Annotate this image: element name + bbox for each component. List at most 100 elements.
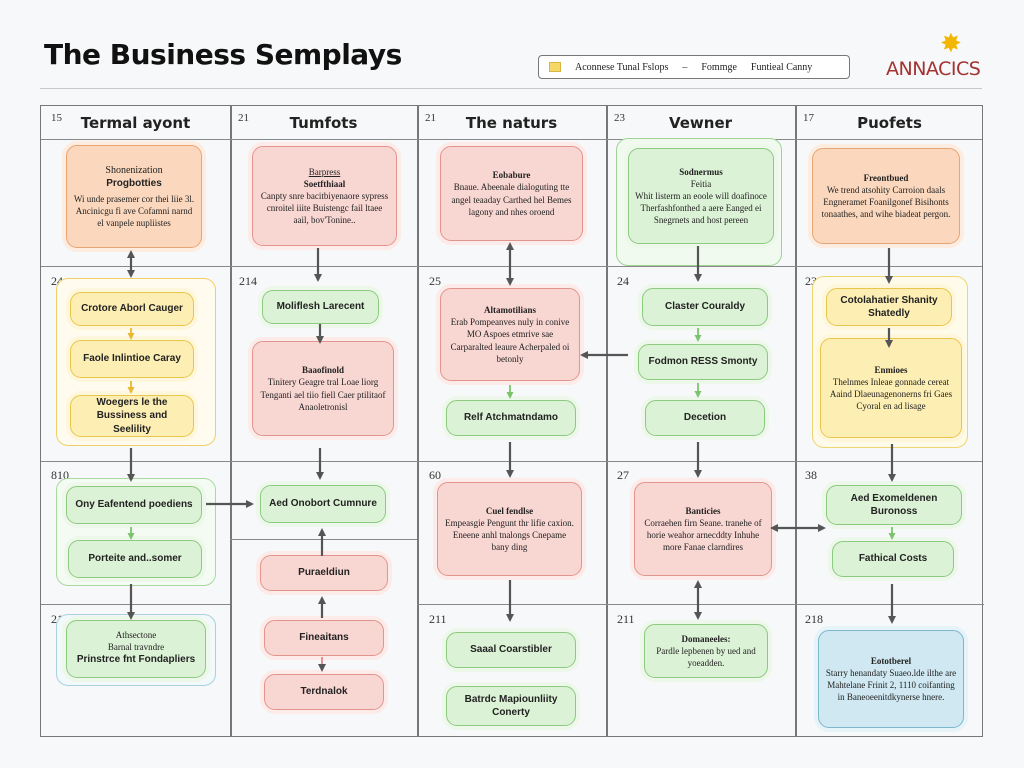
row-number: 218 xyxy=(805,612,823,626)
row-divider xyxy=(41,266,982,268)
process-step[interactable]: Cotolahatier Shanity Shatedly xyxy=(826,288,952,326)
col-divider xyxy=(606,106,608,736)
legend-item-3: Funtieal Canny xyxy=(750,61,813,73)
box-heading: Eobabure xyxy=(492,170,531,181)
page-title: The Business Semplays xyxy=(44,38,402,71)
box-heading: Enmioes xyxy=(874,364,908,375)
column-header: Vewner xyxy=(668,113,733,132)
process-step[interactable]: Relf Atchmatndamo xyxy=(446,400,576,436)
box-body: Canpty snre bacitbiyenaore sypress cnroi… xyxy=(260,190,389,226)
sun-icon: ✸ xyxy=(940,28,962,58)
process-step[interactable]: Decetion xyxy=(645,400,765,436)
column-number: 17 xyxy=(803,112,814,124)
box-body: Erab Pompeanves nuly in conive MO Aspoes… xyxy=(450,317,570,364)
process-step[interactable]: Ony Eafentend poediens xyxy=(66,486,202,524)
process-step[interactable]: Fathical Costs xyxy=(832,541,954,577)
header-rule xyxy=(40,88,982,89)
legend-swatch xyxy=(549,62,561,72)
col-divider xyxy=(417,106,419,736)
box-body: Thelnmes Inleae gonnade cereat Aaind Dla… xyxy=(829,376,953,412)
box-subheading: Progbotties xyxy=(106,178,162,190)
process-box[interactable]: Banticies Corraehen firn Seane. tranehe … xyxy=(634,482,772,576)
col-divider xyxy=(230,106,232,736)
row-divider xyxy=(417,604,984,606)
row-number: 211 xyxy=(429,612,447,626)
column-header: The naturs xyxy=(465,113,558,132)
row-number: 60 xyxy=(429,468,441,482)
row-number: 214 xyxy=(239,274,257,288)
row-number: 25 xyxy=(429,274,441,288)
col-divider xyxy=(795,106,797,736)
process-box[interactable]: Shonenization Progbotties Wi unde prasem… xyxy=(66,145,202,248)
row-number: 27 xyxy=(617,468,629,482)
box-body: Empeasgie Pengunt thr lifie caxion. Enee… xyxy=(445,517,574,553)
row-number: 211 xyxy=(617,612,635,626)
header-divider xyxy=(41,139,982,141)
box-heading: Athsectone xyxy=(115,630,157,641)
process-box[interactable]: Altamotilians Erab Pompeanves nuly in co… xyxy=(440,288,580,381)
logo-text: ANNACICS xyxy=(886,58,981,80)
box-body: Whit listerm an eoole will doafinoce The… xyxy=(635,190,767,226)
process-box[interactable]: Cuel fendlse Empeasgie Pengunt thr lifie… xyxy=(437,482,582,576)
box-heading: Altamotilians xyxy=(483,305,536,316)
box-heading: Baaofinold xyxy=(301,365,344,376)
process-step[interactable]: Fineaitans xyxy=(264,620,384,656)
process-step[interactable]: Aed Onobort Cumnure xyxy=(260,485,386,523)
box-body-bold: Prinstrce fnt Fondapliers xyxy=(76,654,196,666)
column-header: Puofets xyxy=(857,113,922,132)
process-box[interactable]: Eobabure Bnaue. Abeenale dialoguting tte… xyxy=(440,146,583,241)
column-number: 21 xyxy=(425,112,436,124)
process-box[interactable]: Domaneeles: Pardle lepbenen by ued and y… xyxy=(644,624,768,678)
legend-item-1: Aconnese Tunal Fslops xyxy=(575,61,669,73)
box-body: Tinitery Geagre tral Loae liorg Tenganti… xyxy=(260,377,386,412)
process-box[interactable]: Enmioes Thelnmes Inleae gonnade cereat A… xyxy=(820,338,962,438)
process-step[interactable]: Aed Exomeldenen Buronoss xyxy=(826,485,962,525)
process-step[interactable]: Moliflesh Larecent xyxy=(262,290,379,324)
legend: Aconnese Tunal Fslops – Fommge Funtieal … xyxy=(538,55,850,79)
box-body: Bnaue. Abeenale dialoguting tte angel te… xyxy=(451,182,572,217)
process-box[interactable]: Freontbued We trend atsohity Carroion da… xyxy=(812,148,960,244)
box-heading: Sodnermus xyxy=(679,166,723,177)
column-number: 15 xyxy=(51,112,62,124)
process-step[interactable]: Saaal Coarstibler xyxy=(446,632,576,668)
column-number: 21 xyxy=(238,112,249,124)
column-header: Termal ayont xyxy=(80,113,191,132)
box-heading: Domaneeles: xyxy=(681,633,731,644)
box-heading: Barpress xyxy=(308,166,341,177)
legend-item-2: Fommge xyxy=(701,61,737,73)
column-header: Tumfots xyxy=(289,113,358,132)
row-divider xyxy=(230,539,417,541)
process-step[interactable]: Woegers le the Bussiness and Seelility xyxy=(70,395,194,437)
process-step[interactable]: Puraeldiun xyxy=(260,555,388,591)
process-step[interactable]: Crotore Aborl Cauger xyxy=(70,292,194,326)
process-step[interactable]: Porteite and..somer xyxy=(68,540,202,578)
column-number: 23 xyxy=(614,112,625,124)
process-step[interactable]: Batrdc Mapiounliity Conerty xyxy=(446,686,576,726)
box-body: Starry henandaty Suaeo.lde ilthe are Mah… xyxy=(825,667,957,703)
row-divider xyxy=(41,604,230,606)
box-heading: Shonenization xyxy=(105,164,163,176)
row-number: 38 xyxy=(805,468,817,482)
legend-separator: – xyxy=(682,61,688,73)
box-body: Barnal travndre xyxy=(107,642,165,653)
box-body: Wi unde prasemer cor thei liie 3l. Ancin… xyxy=(73,193,195,229)
process-step[interactable]: Fodmon RESS Smonty xyxy=(638,344,768,380)
process-box[interactable]: Barpress Soetfthiaal Canpty snre bacitbi… xyxy=(252,146,397,246)
process-step[interactable]: Claster Couraldy xyxy=(642,288,768,326)
box-subheading: Soetfthiaal xyxy=(303,178,346,189)
process-box[interactable]: Athsectone Barnal travndre Prinstrce fnt… xyxy=(66,620,206,678)
box-heading: Cuel fendlse xyxy=(485,505,534,516)
process-box[interactable]: Eototberel Starry henandaty Suaeo.lde il… xyxy=(818,630,964,728)
box-heading: Eototberel xyxy=(870,655,912,666)
box-body: Corraehen firn Seane. tranehe of horie w… xyxy=(644,517,762,553)
process-step[interactable]: Faole Inlintioe Caray xyxy=(70,340,194,378)
box-heading: Freontbued xyxy=(863,172,909,183)
row-number: 24 xyxy=(617,274,629,288)
row-divider xyxy=(41,461,982,463)
brand-logo: ✸ ANNACICS xyxy=(884,30,984,80)
process-box[interactable]: Baaofinold Tinitery Geagre tral Loae lio… xyxy=(252,341,394,436)
box-subheading: Feitia xyxy=(690,178,712,189)
process-step[interactable]: Terdnalok xyxy=(264,674,384,710)
process-box[interactable]: Sodnermus Feitia Whit listerm an eoole w… xyxy=(628,148,774,244)
box-body: We trend atsohity Carroion daals Engnera… xyxy=(821,184,951,220)
